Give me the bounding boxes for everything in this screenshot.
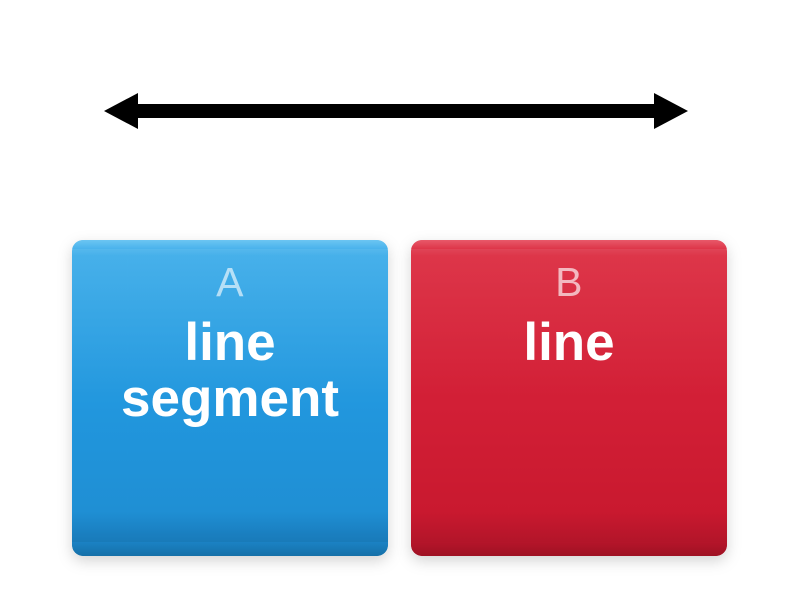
answer-card-a-letter: A (216, 259, 244, 305)
double-headed-arrow-icon (96, 84, 696, 140)
answer-card-b-letter: B (555, 259, 583, 305)
card-top-bevel (72, 240, 388, 249)
double-headed-arrow-graphic (104, 93, 688, 129)
answer-card-a-face[interactable]: A line segment (72, 240, 388, 556)
card-bottom-bevel (72, 542, 388, 556)
arrow-head-right (654, 93, 688, 129)
answer-card-a-label: line segment (121, 313, 339, 429)
arrow-head-left (104, 93, 138, 129)
answer-card-b-label: line (523, 313, 615, 372)
answer-card-a[interactable]: A line segment (72, 240, 388, 556)
answer-card-b[interactable]: B line (411, 240, 727, 556)
answer-card-b-face[interactable]: B line (411, 240, 727, 556)
arrow-shaft (130, 104, 658, 118)
card-bottom-bevel (411, 542, 727, 556)
card-top-bevel (411, 240, 727, 249)
